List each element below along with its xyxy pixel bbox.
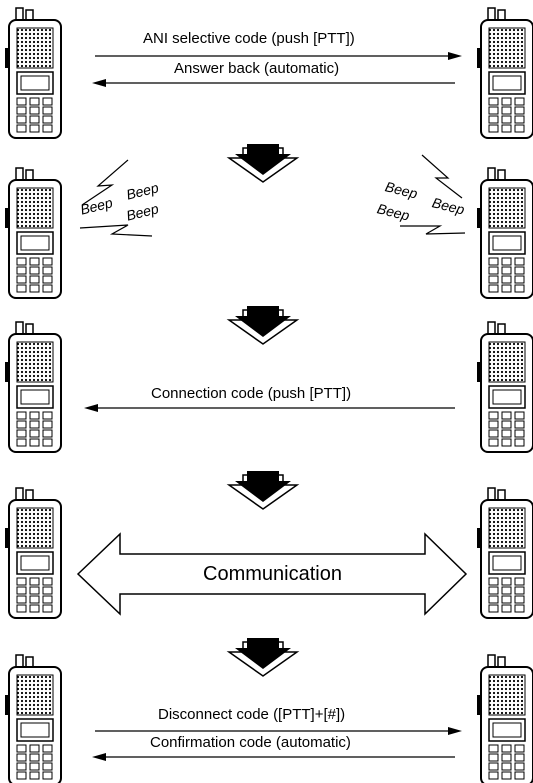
radio-right-4	[476, 487, 533, 619]
zigzag-right-bottom	[400, 225, 466, 235]
arrow-right-1	[95, 52, 462, 60]
radio-right-1	[476, 7, 533, 139]
radio-left-2	[4, 167, 62, 299]
radio-right-3	[476, 321, 533, 453]
zigzag-right-top	[421, 154, 463, 199]
down-arrow-2	[228, 305, 298, 345]
arrow-left-3	[84, 404, 455, 412]
radio-left-3	[4, 321, 62, 453]
label-ani-selective-code: ANI selective code (push [PTT])	[143, 30, 355, 47]
zigzag-left-top	[81, 159, 129, 206]
arrow-right-5	[95, 727, 462, 735]
label-communication: Communication	[203, 563, 342, 585]
down-arrow-1	[228, 143, 298, 183]
label-disconnect-code: Disconnect code ([PTT]+[#])	[158, 706, 346, 723]
radio-left-1	[4, 7, 62, 139]
radio-right-2	[476, 167, 533, 299]
arrow-left-1	[92, 79, 455, 87]
arrow-left-5	[92, 753, 455, 761]
label-answer-back: Answer back (automatic)	[174, 60, 340, 77]
radio-left-4	[4, 487, 62, 619]
label-connection-code: Connection code (push [PTT])	[151, 385, 352, 402]
down-arrow-3	[228, 470, 298, 510]
down-arrow-4	[228, 637, 298, 677]
zigzag-left-bottom	[79, 224, 153, 237]
label-confirmation-code: Confirmation code (automatic)	[150, 734, 351, 751]
double-arrow-communication	[76, 532, 468, 616]
radio-right-5	[476, 654, 533, 783]
radio-left-5	[4, 654, 62, 783]
